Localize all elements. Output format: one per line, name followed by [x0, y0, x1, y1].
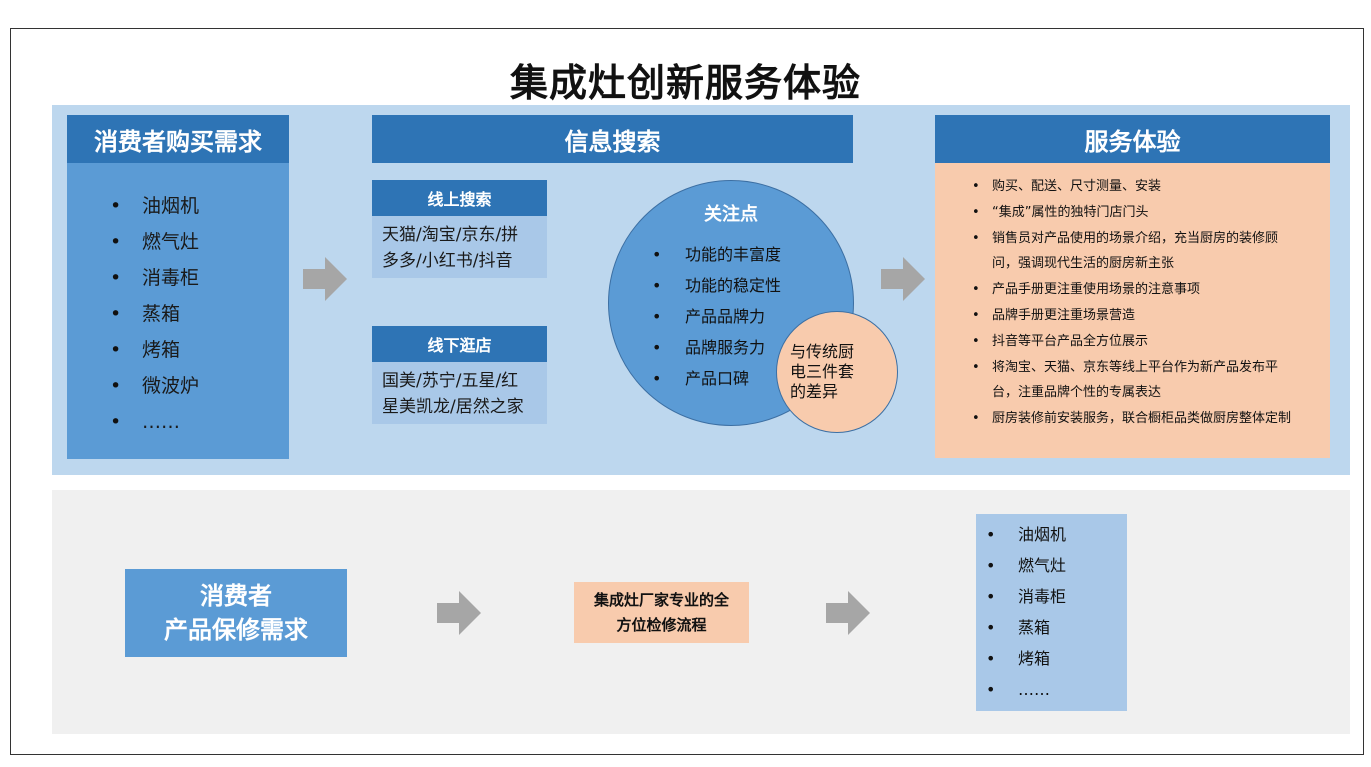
right-arrow-icon: [881, 257, 925, 301]
online-search-line: 天猫/淘宝/京东/拼: [382, 225, 519, 245]
focus-points-list: 功能的丰富度 功能的稳定性 产品品牌力 品牌服务力 产品口碑: [648, 244, 781, 399]
list-item: 将淘宝、天猫、京东等线上平台作为新产品发布平台，注重品牌个性的专属表达: [958, 355, 1297, 407]
repair-process-line: 方位检修流程: [616, 615, 707, 634]
list-item: 销售员对产品使用的场景介绍，充当厨房的装修顾问，强调现代生活的厨房新主张: [958, 226, 1297, 278]
online-search-header: 线上搜索: [372, 180, 547, 216]
difference-line: 的差异: [790, 382, 839, 401]
list-item: 品牌手册更注重场景营造: [958, 303, 1297, 329]
list-item: 烤箱: [976, 647, 1066, 678]
list-item: 蒸箱: [976, 616, 1066, 647]
repair-needs-line: 消费者: [200, 582, 272, 610]
list-item: “集成”属性的独特门店门头: [958, 200, 1297, 226]
repair-process-line: 集成灶厂家专业的全: [593, 590, 729, 609]
repair-needs-line: 产品保修需求: [164, 616, 308, 644]
list-item: 消毒柜: [976, 585, 1066, 616]
list-item: 产品手册更注重使用场景的注意事项: [958, 277, 1297, 303]
list-item: 油烟机: [976, 523, 1066, 554]
consumer-needs-header: 消费者购买需求: [67, 115, 289, 163]
difference-circle: [776, 311, 898, 433]
info-search-header: 信息搜索: [372, 115, 853, 163]
service-experience-list: 购买、配送、尺寸测量、安装 “集成”属性的独特门店门头 销售员对产品使用的场景介…: [958, 174, 1297, 432]
list-item: 功能的稳定性: [648, 275, 781, 306]
consumer-needs-list: 油烟机 燃气灶 消毒柜 蒸箱 烤箱 微波炉 ……: [86, 192, 199, 444]
online-search-line: 多多/小红书/抖音: [382, 251, 513, 271]
list-item: 消毒柜: [86, 264, 199, 300]
list-item: 抖音等平台产品全方位展示: [958, 329, 1297, 355]
list-item: 品牌服务力: [648, 337, 781, 368]
list-item: ……: [976, 678, 1066, 709]
right-arrow-icon: [437, 591, 481, 635]
list-item: 产品品牌力: [648, 306, 781, 337]
list-item: 油烟机: [86, 192, 199, 228]
focus-points-title: 关注点: [704, 204, 758, 225]
list-item: ……: [86, 408, 199, 444]
repair-needs-box: 消费者 产品保修需求: [125, 569, 347, 657]
page-title: 集成灶创新服务体验: [509, 61, 861, 105]
right-arrow-icon: [826, 591, 870, 635]
difference-line: 电三件套: [790, 362, 855, 381]
list-item: 烤箱: [86, 336, 199, 372]
service-experience-header: 服务体验: [935, 115, 1330, 163]
list-item: 功能的丰富度: [648, 244, 781, 275]
offline-store-line: 星美凯龙/居然之家: [382, 397, 524, 417]
list-item: 产品口碑: [648, 368, 781, 399]
right-arrow-icon: [303, 257, 347, 301]
list-item: 厨房装修前安装服务，联合橱柜品类做厨房整体定制: [958, 406, 1297, 432]
list-item: 蒸箱: [86, 300, 199, 336]
difference-line: 与传统厨: [790, 342, 855, 361]
offline-store-line: 国美/苏宁/五星/红: [382, 371, 519, 391]
list-item: 购买、配送、尺寸测量、安装: [958, 174, 1297, 200]
list-item: 微波炉: [86, 372, 199, 408]
offline-store-box: 国美/苏宁/五星/红 星美凯龙/居然之家: [372, 362, 547, 424]
offline-store-header: 线下逛店: [372, 326, 547, 362]
list-item: 燃气灶: [86, 228, 199, 264]
online-search-box: 天猫/淘宝/京东/拼 多多/小红书/抖音: [372, 216, 547, 278]
list-item: 燃气灶: [976, 554, 1066, 585]
repair-process-box: 集成灶厂家专业的全 方位检修流程: [574, 582, 749, 643]
repair-items-list: 油烟机 燃气灶 消毒柜 蒸箱 烤箱 ……: [976, 523, 1066, 709]
difference-text: 与传统厨 电三件套 的差异: [790, 342, 890, 402]
